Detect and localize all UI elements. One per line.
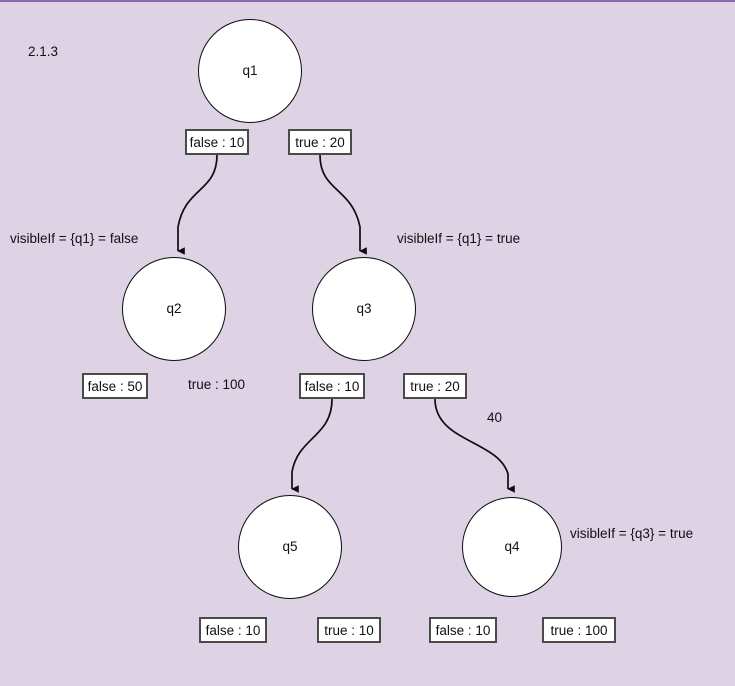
edge-label-q5-false[interactable]: false : 10 [199, 617, 267, 643]
node-label: q3 [356, 301, 372, 317]
annotation-weight-40: 40 [487, 410, 503, 425]
annotation-visibleif-q3-true: visibleIf = {q3} = true [570, 526, 694, 541]
node-q5[interactable]: q5 [238, 495, 342, 599]
node-q3[interactable]: q3 [312, 257, 416, 361]
annotation-visibleif-q1-false: visibleIf = {q1} = false [10, 231, 139, 246]
node-label: q4 [504, 539, 520, 555]
node-q1[interactable]: q1 [198, 19, 302, 123]
edge-q1-to-q2[interactable] [177, 154, 218, 255]
node-q4[interactable]: q4 [462, 497, 562, 597]
edge-label-q1-true[interactable]: true : 20 [288, 129, 352, 155]
node-q2[interactable]: q2 [122, 257, 226, 361]
node-label: q5 [282, 539, 298, 555]
node-label: q1 [242, 63, 258, 79]
edge-label-q4-true[interactable]: true : 100 [542, 617, 616, 643]
edge-label-q2-false[interactable]: false : 50 [82, 373, 148, 399]
edge-q1-to-q3[interactable] [319, 154, 367, 255]
node-label: q2 [166, 301, 182, 317]
edge-label-q4-false[interactable]: false : 10 [429, 617, 497, 643]
edge-label-q3-false[interactable]: false : 10 [299, 373, 365, 399]
edge-q3-to-q5[interactable] [291, 398, 333, 493]
annotation-visibleif-q1-true: visibleIf = {q1} = true [397, 231, 521, 246]
section-number: 2.1.3 [28, 44, 59, 59]
edge-label-q1-false[interactable]: false : 10 [185, 129, 249, 155]
annotation-q2-true-weight: true : 100 [188, 377, 246, 392]
edge-label-q3-true[interactable]: true : 20 [403, 373, 467, 399]
edge-label-q5-true[interactable]: true : 10 [317, 617, 381, 643]
